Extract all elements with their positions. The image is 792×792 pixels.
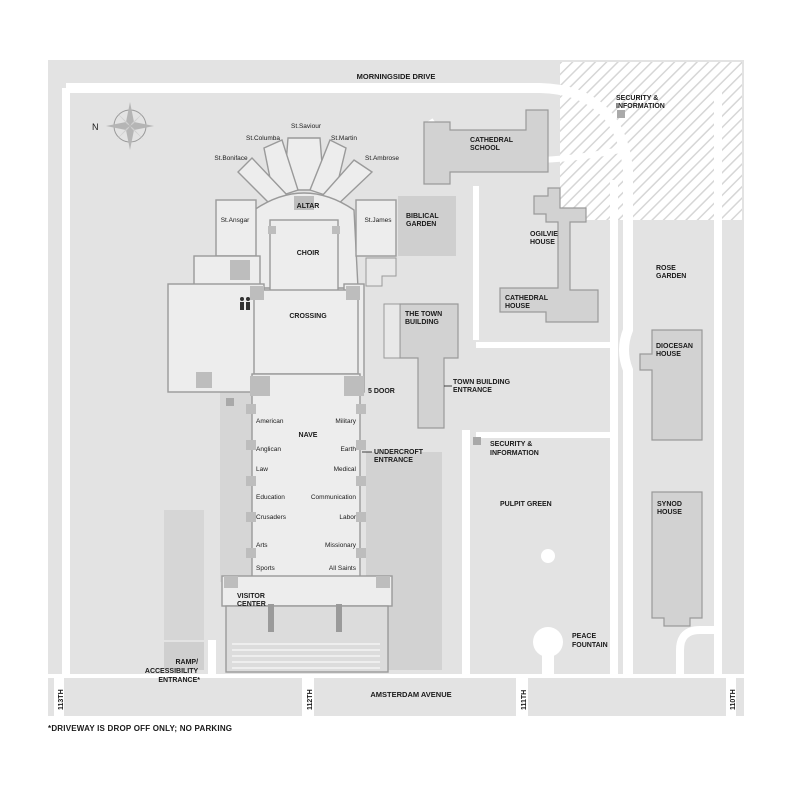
chapel-martin-label: St.Martin — [331, 135, 357, 142]
security-box-mid — [473, 437, 481, 445]
bay-label: Crusaders — [256, 514, 287, 521]
chapel-columba-label: St.Columba — [246, 135, 280, 142]
altar-label: ALTAR — [297, 203, 320, 210]
choir-label: CHOIR — [297, 250, 320, 257]
bay-label: American — [256, 418, 284, 425]
biblical-garden-area — [398, 196, 456, 256]
chapel-saviour-label: St.Saviour — [291, 123, 322, 130]
street-112-label: 112TH — [307, 689, 314, 710]
town-building-entrance-label: TOWN BUILDING ENTRANCE — [453, 379, 512, 394]
ramp-area — [164, 642, 204, 670]
bay-label: Military — [335, 418, 356, 425]
diocesan-house-label: DIOCESAN HOUSE — [656, 343, 695, 358]
door5-label: 5 DOOR — [368, 388, 395, 395]
footnote: *DRIVEWAY IS DROP OFF ONLY; NO PARKING — [48, 724, 233, 733]
diocesan-house — [639, 329, 703, 441]
amsterdam-avenue — [48, 678, 744, 710]
street-113-label: 113TH — [58, 689, 65, 710]
pulpit-green-label: PULPIT GREEN — [500, 501, 552, 508]
bay-label: Missionary — [325, 542, 357, 549]
compass-rose-icon — [106, 102, 154, 150]
cathedral-school — [423, 109, 549, 185]
piers — [196, 196, 390, 588]
street-111-label: 111TH — [521, 690, 528, 710]
chapel-boniface-label: St.Boniface — [214, 155, 248, 162]
campus-path — [676, 626, 714, 676]
ramp-entrance-label: RAMP/ ACCESSIBILITY ENTRANCE* — [145, 659, 200, 684]
nave-label: NAVE — [299, 432, 318, 439]
fountain-marker — [541, 549, 555, 563]
synod-house — [651, 491, 703, 627]
security-mid-label: SECURITY & INFORMATION — [490, 441, 539, 457]
chapel-ambrose-label: St.Ambrose — [365, 155, 399, 162]
security-box-top — [617, 110, 625, 118]
bay-label: Anglican — [256, 446, 281, 453]
amsterdam-avenue-label: AMSTERDAM AVENUE — [370, 690, 451, 699]
bay-label: Earth — [340, 446, 356, 453]
bay-label: Law — [256, 466, 268, 473]
peace-fountain-circle — [533, 627, 563, 657]
bay-label: Arts — [256, 542, 268, 549]
crossing-label: CROSSING — [289, 313, 327, 320]
bay-label: Communication — [311, 494, 357, 501]
synod-house-label: SYNOD HOUSE — [657, 501, 684, 516]
campus-path — [66, 83, 633, 676]
undercroft-entrance-label: UNDERCROFT ENTRANCE — [374, 449, 425, 464]
peace-fountain-label: PEACE FOUNTAIN — [572, 633, 608, 649]
hatched-area — [560, 62, 742, 220]
bay-label: Medical — [334, 466, 357, 473]
front-steps — [232, 643, 380, 669]
biblical-garden-label: BIBLICAL GARDEN — [406, 213, 441, 228]
west-lawn — [164, 510, 204, 640]
ogilvie-house — [499, 187, 599, 323]
town-building — [399, 303, 459, 429]
ogilvie-house-label: OGILVIE HOUSE — [530, 231, 560, 246]
morningside-drive-label: MORNINGSIDE DRIVE — [357, 72, 436, 81]
bay-label: All Saints — [329, 565, 357, 572]
cathedral-school-label: CATHEDRAL SCHOOL — [470, 137, 515, 152]
cathedral-house-label: CATHEDRAL HOUSE — [505, 295, 550, 310]
chapel-ansgar-label: St.Ansgar — [221, 217, 250, 224]
rose-garden-label: ROSE GARDEN — [656, 265, 686, 280]
visitor-center-label: VISITOR CENTER — [237, 593, 267, 608]
bay-label: Sports — [256, 565, 276, 572]
security-top-label: SECURITY & INFORMATION — [616, 95, 665, 110]
bay-label: Education — [256, 494, 285, 501]
town-building-label: THE TOWN BUILDING — [405, 311, 444, 326]
chapel-james-label: St.James — [364, 217, 392, 224]
compass-n-label: N — [92, 122, 99, 132]
street-110-label: 110TH — [730, 689, 737, 710]
restroom-icon — [240, 297, 250, 310]
bay-label: Labor — [339, 514, 356, 521]
